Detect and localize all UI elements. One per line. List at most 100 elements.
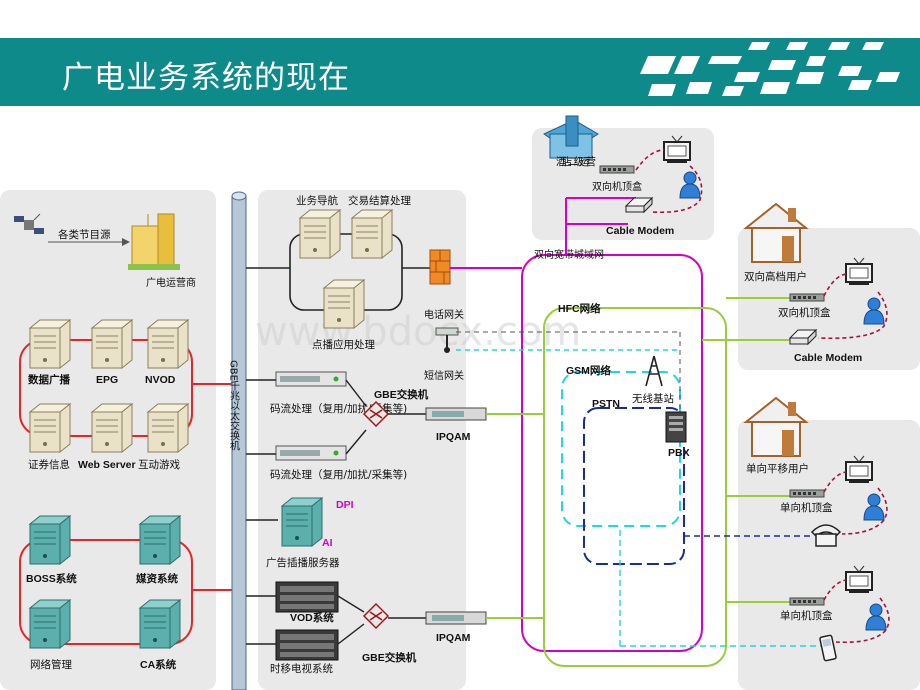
server-icon — [146, 402, 190, 454]
hotel-devices — [599, 135, 703, 214]
cable-modem-icon — [788, 328, 818, 346]
gbe1-label: GBE交换机 — [374, 388, 429, 401]
server-group-beige — [28, 318, 190, 454]
server-icon — [322, 278, 366, 330]
server-group-middle — [280, 208, 394, 548]
pbx-icon — [665, 411, 687, 443]
base-station-icon — [645, 355, 663, 387]
ad-server-label: 广告插播服务器 — [266, 556, 340, 569]
stb-one-way-label: 单向机顶盒 — [780, 501, 833, 514]
watermark: www.bdocx.com — [255, 309, 581, 355]
ipqam2-label: IPQAM — [436, 632, 471, 644]
gbe-backbone — [231, 191, 247, 690]
svc2-label: 交易结算处理 — [348, 194, 411, 207]
dpi-label: DPI — [336, 499, 354, 511]
right-devices — [743, 202, 890, 662]
vod-gbe-link — [337, 595, 365, 613]
base-station-label: 无线基站 — [632, 392, 674, 405]
server-label: 媒资系统 — [135, 572, 178, 585]
satellite-icon — [14, 213, 44, 234]
ipqam-device-2 — [425, 611, 487, 625]
hfc-network — [543, 307, 727, 667]
mux2-label: 码流处理（复用/加扰/采集等) — [270, 468, 407, 481]
pbx-label: PBX — [668, 447, 690, 459]
pstn-network — [583, 407, 685, 565]
wiring-loop — [817, 273, 888, 340]
hfc-label: HFC网络 — [558, 302, 601, 315]
ai-label: AI — [322, 537, 333, 549]
set-top-box-icon — [789, 597, 825, 606]
wiring-loop — [635, 149, 703, 214]
tv-icon — [845, 565, 873, 593]
vod-rack-icon — [275, 581, 339, 613]
server-label: 数据广播 — [27, 373, 70, 386]
user-icon — [863, 493, 885, 521]
wiring-loop — [823, 579, 890, 644]
server-icon — [28, 514, 72, 566]
pstn-label: PSTN — [592, 398, 620, 410]
hi-modem-label: Cable Modem — [794, 352, 862, 364]
svc1-label: 业务导航 — [296, 194, 338, 207]
mux-rack-1 — [275, 371, 347, 387]
hi-stb-label: 双向机顶盒 — [778, 306, 831, 319]
server-icon — [280, 496, 324, 548]
vod-app-label: 点播应用处理 — [312, 338, 375, 351]
server-icon — [350, 208, 394, 260]
set-top-box-icon — [599, 165, 635, 174]
metro-label: 双向宽带城域网 — [534, 248, 604, 261]
ipqam1-label: IPQAM — [436, 431, 471, 443]
server-label: 互动游戏 — [138, 458, 180, 471]
hi-user-label: 双向高档用户 — [744, 270, 807, 283]
operator-building-icon — [128, 213, 180, 270]
tv-icon — [845, 455, 873, 483]
server-icon — [138, 514, 182, 566]
source-label: 各类节目源 — [58, 228, 111, 241]
user-icon — [863, 297, 885, 325]
tv-icon — [663, 135, 691, 163]
middle-panel — [258, 190, 466, 690]
tshift-gbe-link — [337, 623, 365, 645]
timeshift-rack-icon — [275, 629, 339, 661]
gsm-label: GSM网络 — [566, 364, 611, 377]
header-band — [0, 38, 920, 106]
sms-gw-label: 短信网关 — [424, 369, 464, 382]
house-icon — [743, 202, 809, 263]
mux-gbe-link — [345, 379, 367, 407]
server-loop-2 — [19, 539, 193, 645]
tshift-label: 时移电视系统 — [270, 662, 333, 675]
server-icon — [28, 318, 72, 370]
metro-network — [521, 254, 703, 652]
gbe-switch-icon — [362, 400, 390, 428]
server-icon — [146, 318, 190, 370]
gbe2-label: GBE交换机 — [362, 651, 417, 664]
hotel-building-icon — [542, 115, 599, 159]
source-arrow-icon — [122, 238, 130, 246]
server-icon — [28, 598, 72, 650]
server-icon — [90, 318, 134, 370]
hotel-modem-label: Cable Modem — [606, 225, 674, 237]
server-icon — [298, 208, 342, 260]
hotel-stb-label: 双向机顶盒 — [592, 180, 642, 193]
server-label: 证券信息 — [28, 458, 70, 471]
page-title: 广电业务系统的现在 — [62, 60, 350, 96]
cable-modem-icon — [624, 196, 654, 214]
server-label: CA系统 — [140, 658, 177, 671]
mobile-phone-icon — [819, 634, 837, 662]
mux-gbe-link — [345, 429, 367, 455]
server-label: BOSS系统 — [26, 572, 77, 585]
mux-rack-2 — [275, 445, 347, 461]
house-icon — [743, 396, 809, 457]
server-label: 网络管理 — [30, 658, 72, 671]
server-label: EPG — [96, 374, 118, 386]
server-icon — [28, 402, 72, 454]
one-way-user-label: 单向平移用户 — [746, 462, 809, 475]
stripe-logo — [640, 42, 900, 96]
server-label: Web Server — [78, 459, 136, 471]
gbe-switch-icon — [362, 602, 390, 630]
server-group-teal — [28, 514, 182, 650]
firewall-icon — [429, 249, 451, 285]
user-icon — [679, 171, 701, 199]
stb-one-way-label: 单向机顶盒 — [780, 609, 833, 622]
telephone-icon — [810, 524, 842, 547]
